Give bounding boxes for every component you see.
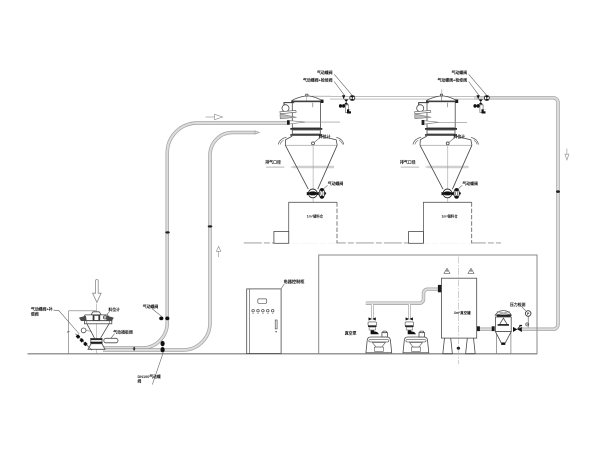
svg-text:电器控制柜: 电器控制柜: [284, 278, 306, 285]
svg-text:P: P: [527, 312, 530, 316]
svg-text:DN100气动蝶: DN100气动蝶: [138, 374, 161, 379]
svg-text:气动蝶阀: 气动蝶阀: [142, 304, 159, 309]
svg-text:气动蝶阀+补: 气动蝶阀+补: [30, 307, 53, 312]
svg-text:真空泵: 真空泵: [344, 330, 357, 335]
svg-text:气动蝶阀: 气动蝶阀: [327, 181, 344, 186]
svg-text:料位计: 料位计: [319, 134, 331, 139]
svg-text:气动插板阀: 气动插板阀: [112, 329, 133, 334]
svg-text:偿阀: 偿阀: [30, 312, 39, 317]
svg-text:1m³储料仓: 1m³储料仓: [307, 213, 324, 218]
svg-text:料位计: 料位计: [109, 307, 121, 312]
svg-text:3m³真空罐: 3m³真空罐: [454, 310, 471, 315]
svg-text:阀: 阀: [138, 378, 142, 383]
svg-text:排气口径: 排气口径: [265, 159, 281, 164]
svg-text:气动蝶阀: 气动蝶阀: [316, 70, 333, 75]
svg-text:压力检测: 压力检测: [510, 302, 526, 307]
svg-text:气动蝶阀+检修阀: 气动蝶阀+检修阀: [302, 77, 333, 82]
